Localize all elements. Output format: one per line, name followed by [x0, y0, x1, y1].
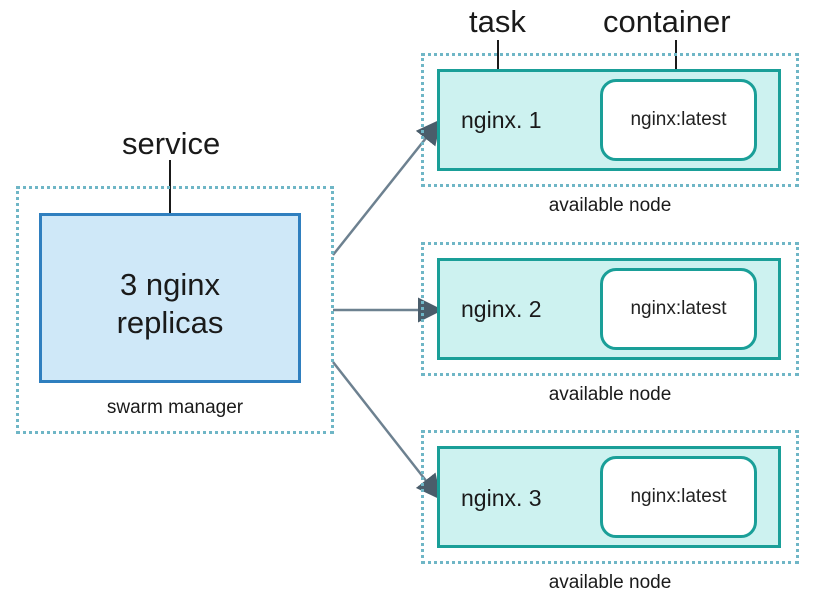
task-label: task	[469, 4, 526, 39]
container-label-3: nginx:latest	[630, 486, 727, 507]
swarm-manager-caption: swarm manager	[106, 397, 244, 418]
arrow-to-node-3	[332, 361, 442, 500]
swarm-manager-region	[16, 186, 334, 434]
node-caption-2: available node	[548, 384, 672, 405]
node-caption-1: available node	[548, 195, 672, 216]
service-box	[39, 213, 301, 383]
task-label-2: nginx. 2	[461, 296, 542, 322]
task-label-1: nginx. 1	[461, 107, 542, 133]
container-box-3: nginx:latest	[600, 456, 757, 538]
container-label-1: nginx:latest	[630, 109, 727, 130]
available-node-region-1	[421, 53, 799, 187]
service-line-1: 3 nginx	[120, 267, 220, 302]
available-node-region-3	[421, 430, 799, 564]
container-label-2: nginx:latest	[630, 298, 727, 319]
arrow-to-node-1	[332, 119, 442, 256]
service-label: service	[122, 126, 221, 161]
container-box-2: nginx:latest	[600, 268, 757, 350]
container-label: container	[603, 4, 731, 39]
available-node-region-2	[421, 242, 799, 376]
service-line-2: replicas	[116, 305, 224, 340]
container-box-1: nginx:latest	[600, 79, 757, 161]
service-text: 3 nginx replicas	[39, 266, 301, 342]
node-caption-3: available node	[548, 572, 672, 593]
task-label-3: nginx. 3	[461, 485, 542, 511]
